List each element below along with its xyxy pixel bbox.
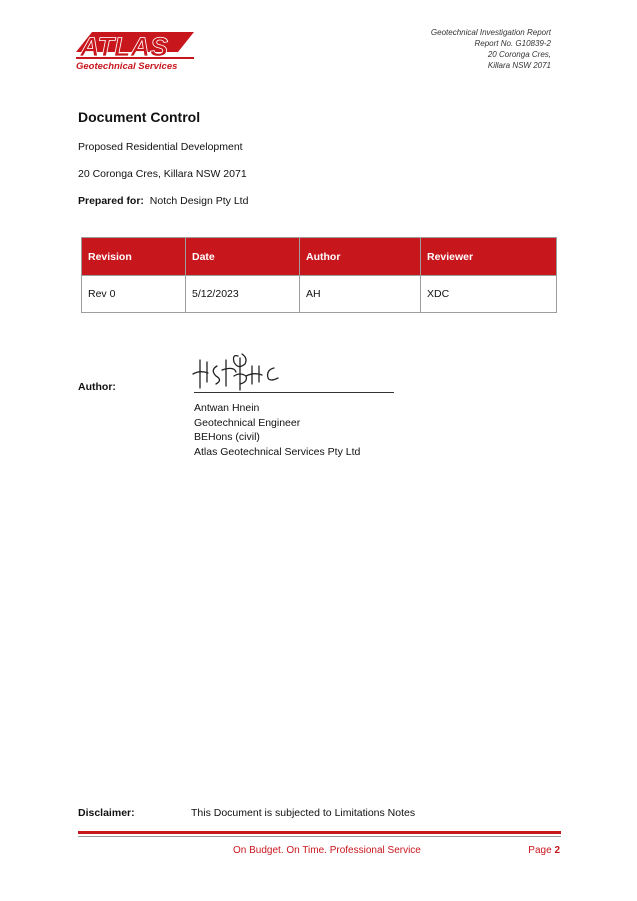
author-label: Author:: [78, 381, 116, 393]
column-header-reviewer: Reviewer: [420, 237, 557, 276]
disclaimer-label: Disclaimer:: [78, 807, 135, 819]
author-qualification: BEHons (civil): [194, 431, 260, 443]
revision-table-header: Revision Date Author Reviewer: [81, 237, 557, 276]
svg-text:Geotechnical Services: Geotechnical Services: [76, 61, 177, 72]
column-header-author: Author: [299, 237, 421, 276]
page-number: Page 2: [528, 845, 560, 856]
cell-author: AH: [299, 275, 421, 313]
report-address-line2: Killara NSW 2071: [487, 61, 551, 70]
page-number-value: 2: [554, 845, 560, 856]
signature-image: [192, 353, 279, 391]
project-address: 20 Coronga Cres, Killara NSW 2071: [78, 168, 247, 180]
author-company: Atlas Geotechnical Services Pty Ltd: [194, 445, 361, 458]
table-row: Rev 0 5/12/2023 AH XDC: [81, 275, 557, 313]
cell-revision: Rev 0: [81, 275, 186, 313]
prepared-for-value: Notch Design Pty Ltd: [149, 195, 249, 207]
page-title: Document Control: [78, 109, 201, 125]
project-name: Proposed Residential Development: [78, 141, 243, 153]
footer-tagline: On Budget. On Time. Professional Service: [233, 845, 421, 856]
revision-table: Revision Date Author Reviewer Rev 0 5/12…: [81, 237, 557, 313]
atlas-logo: ATLAS Geotechnical Services: [76, 32, 194, 72]
disclaimer-text: This Document is subjected to Limitation…: [191, 807, 416, 819]
author-details: Antwan Hnein Geotechnical Engineer BEHon…: [194, 401, 360, 459]
footer-divider: [78, 831, 561, 834]
prepared-for-label: Prepared for:: [78, 195, 144, 207]
footer-divider-thin: [78, 836, 561, 837]
prepared-for: Prepared for: Notch Design Pty Ltd: [78, 195, 248, 207]
report-title: Geotechnical Investigation Report: [430, 28, 551, 37]
author-role: Geotechnical Engineer: [194, 416, 301, 429]
column-header-date: Date: [185, 237, 300, 276]
author-name: Antwan Hnein: [194, 402, 260, 414]
cell-reviewer: XDC: [420, 275, 557, 313]
report-header-info: Geotechnical Investigation Report Report…: [431, 27, 551, 71]
cell-date: 5/12/2023: [185, 275, 300, 313]
report-number: Report No. G10839-2: [474, 39, 552, 48]
signature-line: [194, 392, 394, 393]
report-address-line1: 20 Coronga Cres,: [487, 50, 551, 59]
page-label: Page: [528, 845, 552, 856]
column-header-revision: Revision: [81, 237, 186, 276]
